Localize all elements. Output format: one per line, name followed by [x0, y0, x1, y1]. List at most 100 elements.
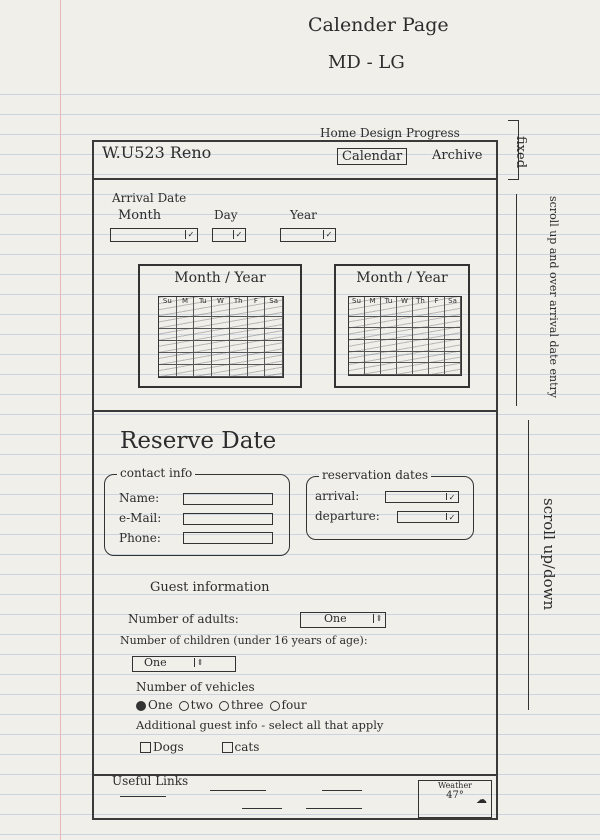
- calendar-day-cell[interactable]: [429, 363, 445, 375]
- calendar-day-cell[interactable]: [159, 341, 177, 353]
- calendar-day-cell[interactable]: [397, 351, 413, 364]
- nav-calendar[interactable]: Calendar: [337, 148, 408, 165]
- calendar-day-cell[interactable]: [265, 353, 283, 365]
- site-name[interactable]: W.U523 Reno: [102, 143, 212, 162]
- calendar-day-cell[interactable]: [247, 317, 266, 329]
- calendar-day-cell[interactable]: [247, 365, 266, 377]
- calendar-day-cell[interactable]: [381, 328, 397, 340]
- calendar-day-cell[interactable]: [265, 365, 283, 377]
- calendar-day-cell[interactable]: [349, 328, 365, 340]
- calendar-day-cell[interactable]: [176, 329, 195, 341]
- calendar-day-cell[interactable]: [429, 339, 445, 352]
- calendar-day-cell[interactable]: [349, 316, 365, 329]
- day-select[interactable]: ✓: [212, 228, 246, 242]
- calendar-day-cell[interactable]: [429, 351, 445, 364]
- calendar-day-cell[interactable]: [265, 317, 283, 329]
- vehicle-option[interactable]: three: [219, 698, 264, 712]
- calendar-day-cell[interactable]: [176, 317, 195, 329]
- calendar-day-cell[interactable]: [365, 316, 381, 329]
- calendar-day-cell[interactable]: [429, 328, 445, 340]
- calendar-day-cell[interactable]: [229, 317, 248, 329]
- calendar-day-cell[interactable]: [381, 351, 397, 364]
- calendar-day-cell[interactable]: [365, 339, 381, 352]
- calendar-day-cell[interactable]: [159, 317, 177, 329]
- name-field[interactable]: [183, 493, 273, 505]
- calendar-day-cell[interactable]: [445, 328, 461, 340]
- calendar-day-cell[interactable]: [445, 363, 461, 375]
- calendar-day-cell[interactable]: [413, 351, 429, 364]
- calendar-day-cell[interactable]: [381, 363, 397, 375]
- calendar-day-cell[interactable]: [159, 353, 177, 365]
- cats-option[interactable]: cats: [221, 740, 259, 754]
- calendar-day-cell[interactable]: [176, 341, 195, 353]
- calendar-day-cell[interactable]: [445, 351, 461, 364]
- vehicle-option[interactable]: One: [136, 698, 173, 712]
- calendar-day-cell[interactable]: [212, 329, 230, 341]
- dogs-checkbox[interactable]: [140, 742, 151, 753]
- calendar-day-cell[interactable]: [381, 339, 397, 352]
- footer-link[interactable]: [120, 796, 166, 797]
- email-field[interactable]: [183, 513, 273, 525]
- phone-field[interactable]: [183, 532, 273, 544]
- month-select[interactable]: ✓: [110, 228, 198, 242]
- arrival-select[interactable]: ✓: [385, 491, 459, 503]
- calendar-day-cell[interactable]: [229, 365, 248, 377]
- calendar-day-cell[interactable]: [194, 329, 213, 341]
- footer-link[interactable]: [322, 790, 362, 791]
- calendar-day-cell[interactable]: [365, 328, 381, 340]
- calendar-day-cell[interactable]: [429, 316, 445, 329]
- calendar-day-cell[interactable]: [365, 363, 381, 375]
- calendar-day-cell[interactable]: [413, 316, 429, 329]
- calendar-day-cell[interactable]: [365, 351, 381, 364]
- calendar-day-cell[interactable]: [413, 363, 429, 375]
- calendar-day-cell[interactable]: [194, 365, 213, 377]
- vehicle-radio[interactable]: [136, 700, 146, 711]
- calendar-day-cell[interactable]: [397, 328, 413, 340]
- calendar-day-cell[interactable]: [349, 339, 365, 352]
- nav-progress[interactable]: Progress: [405, 126, 460, 140]
- calendar-day-cell[interactable]: [413, 328, 429, 340]
- footer-link[interactable]: [210, 790, 266, 791]
- vehicle-radio[interactable]: [178, 700, 189, 711]
- calendar-day-cell[interactable]: [265, 329, 283, 341]
- vehicle-option[interactable]: four: [269, 698, 307, 712]
- calendar-day-cell[interactable]: [159, 329, 177, 341]
- calendar-day-cell[interactable]: [212, 353, 230, 365]
- calendar-day-cell[interactable]: [349, 363, 365, 375]
- calendar-day-cell[interactable]: [397, 363, 413, 375]
- calendar-day-cell[interactable]: [381, 316, 397, 329]
- weather-widget[interactable]: Weather 47° ☁: [418, 780, 492, 818]
- calendar-day-cell[interactable]: [229, 329, 248, 341]
- calendar-day-cell[interactable]: [247, 353, 266, 365]
- nav-design[interactable]: Design: [360, 126, 403, 140]
- calendar-day-cell[interactable]: [176, 365, 195, 377]
- calendar-day-cell[interactable]: [247, 329, 266, 341]
- calendar-day-cell[interactable]: [229, 353, 248, 365]
- footer-link[interactable]: [306, 808, 362, 809]
- calendar-day-cell[interactable]: [247, 341, 266, 353]
- nav-home[interactable]: Home: [320, 126, 357, 140]
- calendar-day-cell[interactable]: [445, 316, 461, 329]
- adults-select[interactable]: One⇕: [300, 612, 386, 628]
- calendar-day-cell[interactable]: [194, 341, 213, 353]
- dogs-option[interactable]: Dogs: [140, 740, 184, 754]
- cats-checkbox[interactable]: [221, 742, 233, 753]
- calendar-day-cell[interactable]: [194, 317, 213, 329]
- calendar-day-cell[interactable]: [265, 341, 283, 353]
- vehicle-radio[interactable]: [219, 700, 229, 711]
- calendar-day-cell[interactable]: [212, 317, 230, 329]
- calendar-day-cell[interactable]: [212, 341, 230, 353]
- departure-select[interactable]: ✓: [397, 511, 459, 523]
- calendar-day-cell[interactable]: [397, 316, 413, 329]
- calendar-day-cell[interactable]: [229, 341, 248, 353]
- calendar-day-cell[interactable]: [445, 339, 461, 352]
- calendar-day-cell[interactable]: [397, 339, 413, 352]
- calendar-day-cell[interactable]: [212, 365, 230, 377]
- year-select[interactable]: ✓: [280, 228, 336, 242]
- calendar-day-cell[interactable]: [176, 353, 195, 365]
- vehicle-option[interactable]: two: [178, 698, 213, 712]
- calendar-day-cell[interactable]: [159, 365, 177, 377]
- children-select[interactable]: One⇕: [132, 656, 236, 672]
